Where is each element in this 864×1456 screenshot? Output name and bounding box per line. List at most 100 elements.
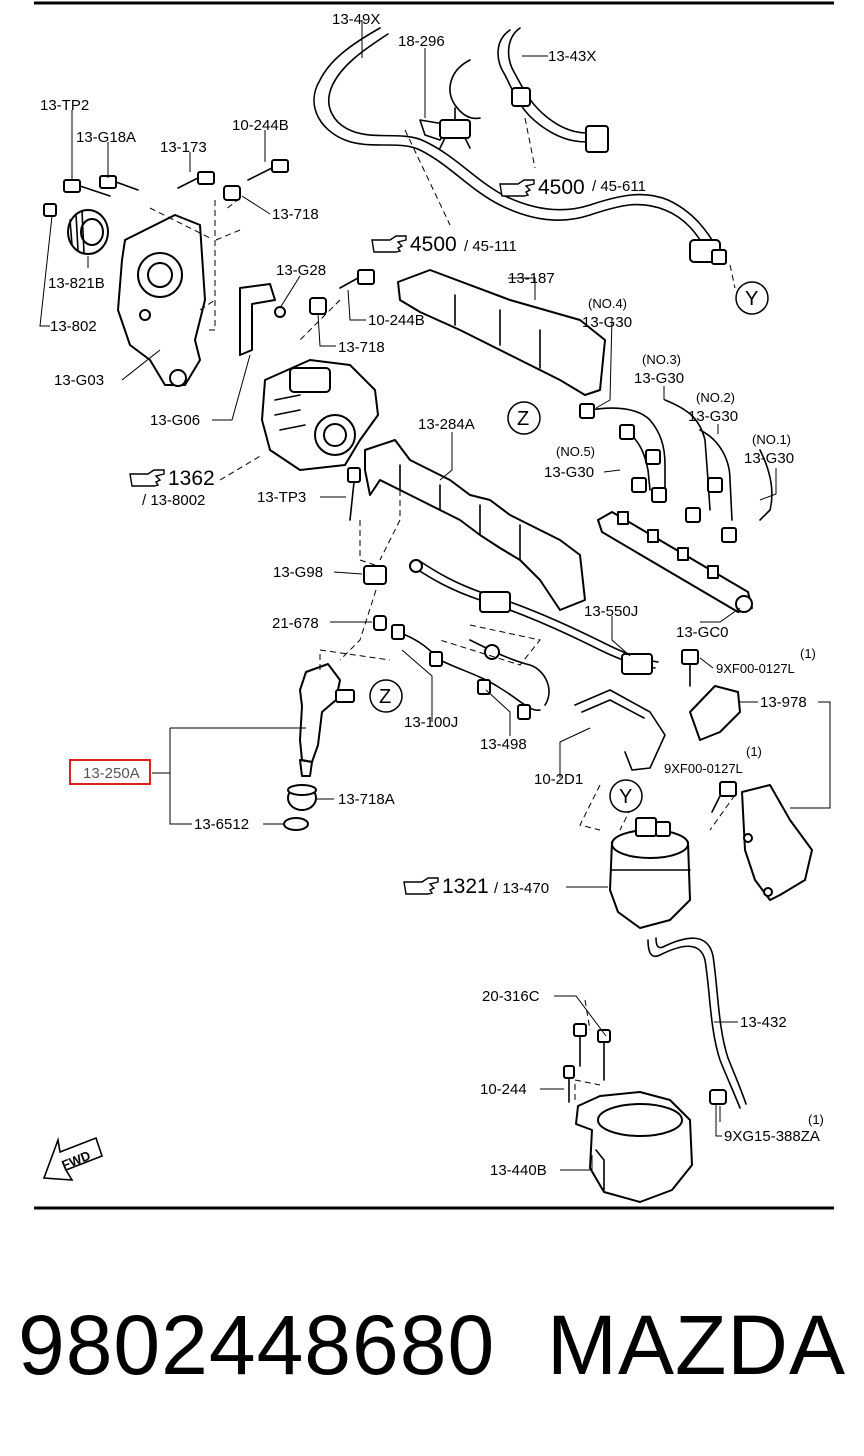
svg-text:Y: Y (619, 786, 632, 808)
callout-y-top: Y (735, 281, 769, 315)
hose-13-43x (449, 27, 609, 153)
label-18-296: 18-296 (398, 33, 445, 50)
svg-text:Y: Y (745, 288, 758, 310)
cover-13-187 (397, 269, 606, 396)
ref-1321-number: 1321 (442, 875, 489, 898)
label-13-550j: 13-550J (584, 603, 638, 620)
forward-arrow-icon: FWD (42, 1136, 103, 1181)
label-9xf00-0127l-a: 9XF00-0127L (716, 661, 795, 676)
label-13-g30-no2: 13-G30 (688, 408, 738, 425)
ref-4500-45611[interactable]: 4500 / 45-611 (499, 176, 646, 199)
label-13-498: 13-498 (480, 736, 527, 753)
label-10-244: 10-244 (480, 1081, 527, 1098)
bracket-13-440b (575, 1091, 693, 1203)
label-10-2d1: 10-2D1 (534, 771, 583, 788)
label-13-440b: 13-440B (490, 1162, 547, 1179)
callout-y-mid: Y (609, 779, 643, 813)
label-13-250a[interactable]: 13-250A (83, 765, 140, 782)
fuel-pump (261, 359, 379, 471)
pipes-lower (391, 624, 550, 720)
fuel-filter (609, 817, 691, 929)
pointing-hand-icon (499, 179, 535, 197)
label-10-244b-a: 10-244B (232, 117, 289, 134)
part-number: 9802448680 (18, 1298, 496, 1392)
injector (299, 663, 355, 777)
bolts-left (43, 159, 289, 217)
label-13-g30-no3: 13-G30 (634, 370, 684, 387)
clip-13-g98 (363, 565, 387, 585)
highlighted-part[interactable]: 13-250A (69, 759, 151, 785)
label-13-718-a: 13-718 (272, 206, 319, 223)
label-13-g98: 13-G98 (273, 564, 323, 581)
label-no5: (NO.5) (556, 444, 595, 459)
pointing-hand-icon (403, 877, 439, 895)
callout-z-mid: Z (369, 679, 403, 713)
label-13-173: 13-173 (160, 139, 207, 156)
leader-lines (39, 20, 831, 1171)
label-qty-1-a: (1) (800, 646, 816, 661)
label-10-244b-b: 10-244B (368, 312, 425, 329)
bracket-10-2d1 (574, 689, 666, 771)
label-13-718a: 13-718A (338, 791, 395, 808)
label-13-432: 13-432 (740, 1014, 787, 1031)
label-qty-1-c: (1) (808, 1112, 824, 1127)
ref-1321-sub: / 13-470 (494, 880, 549, 897)
label-13-g03: 13-G03 (54, 372, 104, 389)
label-13-g18a: 13-G18A (76, 129, 136, 146)
ref-4500-b-number: 4500 (410, 233, 457, 256)
bolt-13-tp3 (347, 467, 361, 521)
label-13-187: 13-187 (508, 270, 555, 287)
clip-9xg15 (709, 1089, 727, 1105)
label-13-g28: 13-G28 (276, 262, 326, 279)
ref-4500-b-sub: / 45-111 (464, 238, 517, 255)
label-no4: (NO.4) (588, 296, 627, 311)
bracket-13-g06 (239, 283, 286, 356)
label-qty-1-b: (1) (746, 744, 762, 759)
svg-text:Z: Z (379, 686, 391, 708)
return-hose (313, 27, 727, 265)
label-no3: (NO.3) (642, 352, 681, 367)
label-13-g30-no1: 13-G30 (744, 450, 794, 467)
brand-name: MAZDA (547, 1298, 846, 1392)
bolts-9xf00 (681, 649, 737, 813)
ref-1362-number: 1362 (168, 467, 215, 490)
label-13-tp2: 13-TP2 (40, 97, 89, 114)
label-13-gc0: 13-GC0 (676, 624, 729, 641)
label-13-802: 13-802 (50, 318, 97, 335)
pulley-13-821b (67, 209, 109, 255)
label-13-821b: 13-821B (48, 275, 105, 292)
pointing-hand-icon (129, 469, 165, 487)
label-no2: (NO.2) (696, 390, 735, 405)
label-13-g06: 13-G06 (150, 412, 200, 429)
hose-13-432 (647, 937, 747, 1109)
label-21-678: 21-678 (272, 615, 319, 632)
bracket-13-g03 (117, 214, 206, 387)
label-13-6512: 13-6512 (194, 816, 249, 833)
label-13-284a: 13-284A (418, 416, 475, 433)
label-13-tp3: 13-TP3 (257, 489, 306, 506)
label-13-g30-no4: 13-G30 (582, 314, 632, 331)
ref-1321-13470[interactable]: 1321 / 13-470 (403, 875, 549, 898)
ref-1362-sub: / 13-8002 (142, 492, 205, 509)
label-13-43x: 13-43X (548, 48, 596, 65)
bracket-13-978 (689, 685, 813, 901)
label-9xf00-0127l-b: 9XF00-0127L (664, 761, 743, 776)
o-ring-13-6512 (283, 817, 309, 831)
label-20-316c: 20-316C (482, 988, 540, 1005)
label-13-718-b: 13-718 (338, 339, 385, 356)
callout-z-top: Z (507, 401, 541, 435)
seal-13-718a (287, 784, 317, 811)
ref-4500-45111[interactable]: 4500 / 45-111 (371, 233, 517, 256)
part-labels: 13-49X 18-296 13-43X 13-TP2 13-G18A 13-1… (40, 11, 824, 1179)
bolts-lower (563, 1023, 611, 1103)
clip-18-296 (439, 107, 471, 149)
ref-1362-138002[interactable]: 1362 / 13-8002 (129, 454, 263, 509)
svg-text:Z: Z (517, 408, 529, 430)
injector-pipes (579, 399, 773, 543)
label-13-49x: 13-49X (332, 11, 380, 28)
label-13-g30-no5: 13-G30 (544, 464, 594, 481)
label-no1: (NO.1) (752, 432, 791, 447)
label-9xg15-388za: 9XG15-388ZA (724, 1128, 820, 1145)
footer: 9802448680 MAZDA (0, 1290, 864, 1400)
